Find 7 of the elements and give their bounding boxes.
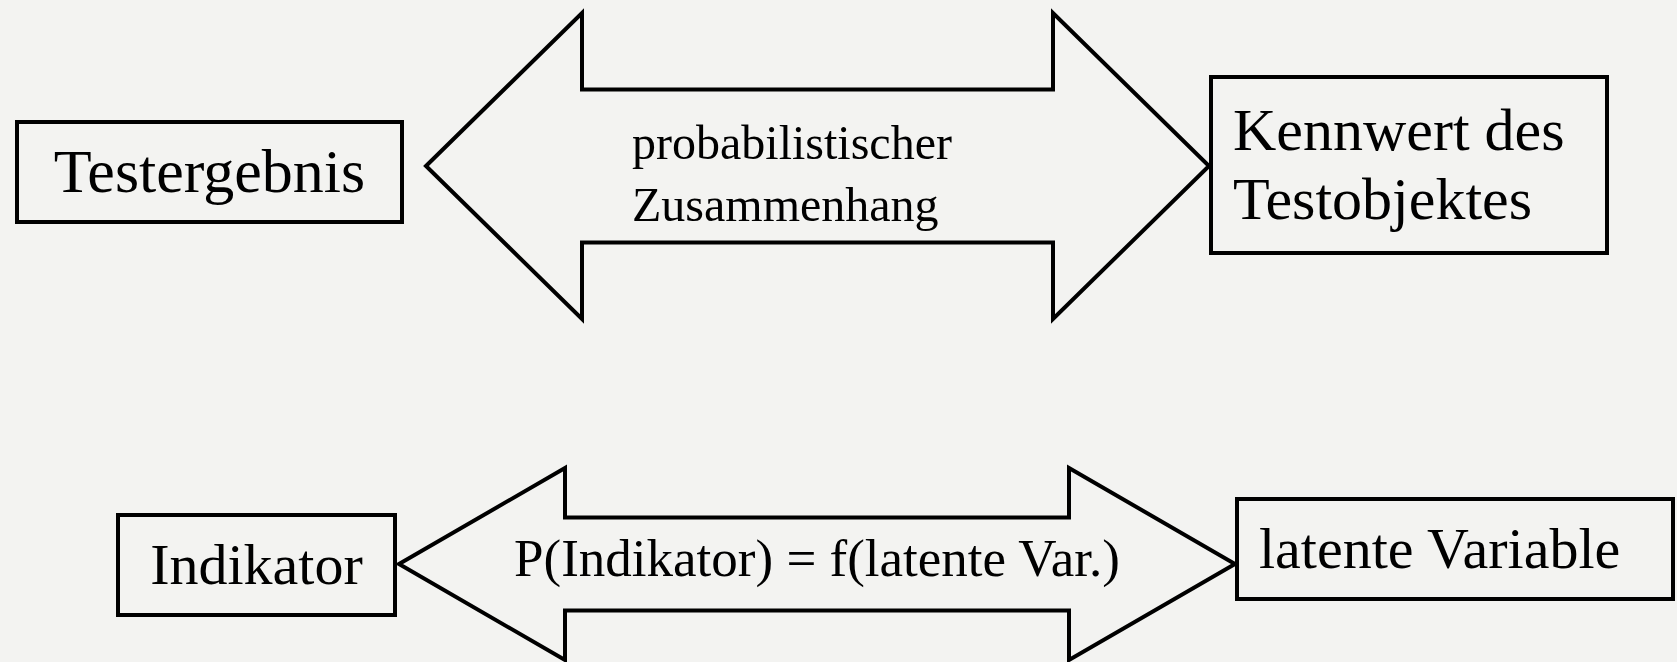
edge-label: probabilistischer Zusammenhang (632, 115, 953, 233)
edge-label: P(Indikator) = f(latente Var.) (513, 528, 1121, 588)
text-box: Indikator (116, 513, 397, 617)
text-box: Testergebnis (15, 120, 404, 224)
text-box: latente Variable (1235, 497, 1675, 601)
text-box: Kennwert des Testobjektes (1209, 75, 1609, 255)
double-block-arrow (423, 8, 1212, 324)
